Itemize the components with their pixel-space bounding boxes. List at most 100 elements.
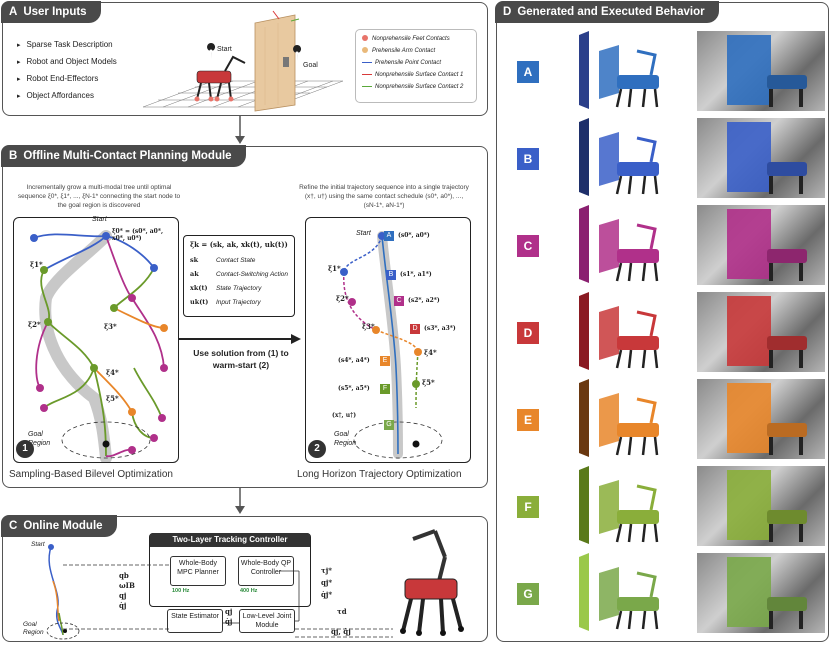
planned-motion-render: [579, 118, 659, 196]
xi1-label: ξ1*: [30, 260, 43, 269]
legend-label: Prehensile Point Contact: [375, 60, 442, 66]
scene-illustration: Start Goal: [142, 10, 344, 112]
tag-f-pair: (s5*, a5*): [338, 385, 370, 392]
tree-nodes: [30, 232, 168, 454]
arrow-a-to-b: [235, 116, 245, 144]
qp-rate: 400 Hz: [240, 588, 258, 594]
panel-c-tag: C Online Module: [1, 515, 117, 537]
traj-start-label: Start: [356, 230, 371, 237]
qp-output: q̇j*: [321, 590, 333, 599]
legend-label: Nonprehensile Feet Contacts: [372, 36, 450, 42]
start-label: Start: [217, 46, 232, 53]
input-item: Robot End-Effectors: [17, 71, 117, 88]
behavior-badge-b: B: [517, 148, 539, 170]
def-text: Contact-Switching Action: [216, 271, 289, 278]
right-description: Refine the initial trajectory sequence i…: [299, 184, 469, 209]
planned-motion-render: [579, 466, 659, 544]
def-row: xk(t)State Trajectory: [190, 284, 261, 292]
traj-xi1: ξ1*: [328, 264, 341, 273]
def-symbol: uk(t): [190, 298, 209, 306]
state-var: q̇j: [119, 601, 127, 610]
legend-label: Nonprehensile Surface Contact 2: [375, 84, 464, 90]
def-text: Input Trajectory: [216, 299, 261, 306]
panel-b-title: Offline Multi-Contact Planning Module: [23, 150, 232, 162]
qp-output: qj*: [321, 578, 333, 587]
execution-photo: [697, 379, 825, 459]
legend-item: Prehensile Arm Contact: [362, 45, 470, 57]
panel-c-letter: C: [9, 520, 18, 532]
xi3-label: ξ3*: [104, 322, 117, 331]
def-text: State Trajectory: [216, 285, 262, 292]
tag-a-pair: (s0*, a0*): [398, 232, 430, 239]
controller-box: Two-Layer Tracking Controller Whole-Body…: [149, 533, 311, 607]
planned-motion-render: [579, 553, 659, 631]
panel-d-title: Generated and Executed Behavior: [517, 6, 705, 18]
qp-outputs: τj* qj* q̇j*: [321, 565, 332, 601]
mpc-rate: 100 Hz: [172, 588, 190, 594]
execution-photo: [697, 553, 825, 633]
trajectory-box: Start A (s0*, a0*) B (s1*, a1*) C (s2*, …: [305, 217, 471, 463]
surface-contact-2-arrow-icon: [362, 85, 372, 87]
tag-d-badge: D: [410, 324, 420, 334]
input-item: Sparse Task Description: [17, 37, 117, 54]
joint-output-label: qj, q̇j: [331, 627, 351, 636]
def-symbol: ak: [190, 270, 199, 278]
behavior-badge-a: A: [517, 61, 539, 83]
tree-start-label: Start: [92, 216, 107, 223]
execution-photo: [697, 31, 825, 111]
torque-label: τd: [337, 607, 347, 616]
arm-contact-dot-icon: [362, 47, 368, 54]
warm-start-label: Use solution from (1) to warm-start (2): [193, 348, 289, 370]
caption-1: Sampling-Based Bilevel Optimization: [9, 469, 173, 480]
traj-xi2: ξ2*: [336, 294, 349, 303]
input-item: Robot and Object Models: [17, 54, 117, 71]
qp-output: τj*: [321, 566, 332, 575]
execution-photo: [697, 205, 825, 285]
step-1-badge: 1: [16, 440, 34, 458]
tag-f-badge: F: [380, 384, 390, 394]
goal-label: Goal: [303, 62, 318, 69]
online-start-label: Start: [31, 541, 45, 548]
traj-xi4: ξ4*: [424, 348, 437, 357]
behavior-badge-g: G: [517, 583, 539, 605]
xi2-label: ξ2*: [28, 320, 41, 329]
panel-a-title: User Inputs: [23, 6, 87, 18]
step-2-badge: 2: [308, 440, 326, 458]
planned-motion-render: [579, 205, 659, 283]
robot-icon: [400, 529, 464, 636]
state-variables: qb ωIB qj q̇j: [119, 571, 135, 611]
est-output: qj: [225, 607, 233, 616]
planned-motion-render: [579, 31, 659, 109]
arrow-b-to-c: [235, 488, 245, 514]
tag-g-badge: G: [384, 420, 394, 430]
left-description: Incrementally grow a multi-modal tree un…: [17, 184, 181, 209]
panel-d-letter: D: [503, 6, 512, 18]
input-item: Object Affordances: [17, 88, 117, 105]
tree-goal-label: Goal Region: [28, 431, 51, 447]
behavior-badge-d: D: [517, 322, 539, 344]
feet-contact-dot-icon: [362, 35, 368, 42]
panel-c-title: Online Module: [23, 520, 103, 532]
multi-modal-tree: [30, 230, 168, 462]
floor-grid: [142, 80, 344, 108]
start-pin-icon: [207, 43, 216, 59]
legend-item: Prehensile Point Contact: [362, 57, 470, 69]
traj-xi5: ξ5*: [422, 378, 435, 387]
tree-box: Start ξ0* = (s0*, a0*, x0*, u0*) ξ1* ξ2*…: [13, 216, 179, 463]
tag-d-pair: (s3*, a3*): [424, 325, 456, 332]
estimator-outputs: qj q̇j: [225, 607, 232, 627]
behavior-badge-f: F: [517, 496, 539, 518]
def-row: uk(t) Input Trajectory: [190, 298, 261, 306]
state-var: qj: [119, 591, 127, 600]
est-output: q̇j: [225, 617, 233, 626]
controller-links: [63, 564, 393, 638]
tag-e-badge: E: [380, 356, 390, 366]
execution-photo: [697, 118, 825, 198]
def-text: Contact State: [216, 257, 256, 264]
xi0-label: ξ0* = (s0*, a0*, x0*, u0*): [112, 228, 164, 242]
